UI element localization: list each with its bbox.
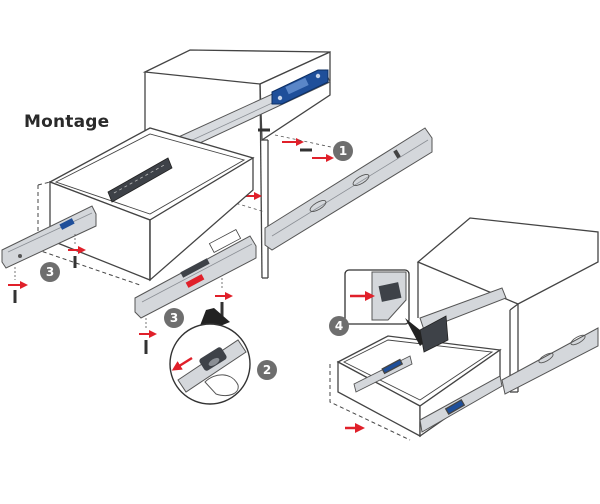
- cabinet-rail-main: [264, 127, 433, 251]
- drawer-runner-left: [1, 205, 97, 269]
- drawer-right: [329, 335, 503, 441]
- drawer-runner-mid: [134, 229, 257, 319]
- rear-bracket-blue: [271, 69, 329, 105]
- drawer-left: [37, 127, 255, 286]
- step-badge-4: 4: [329, 316, 349, 336]
- step-badge-3-left: 3: [40, 262, 60, 282]
- step-badge-1: 1: [333, 141, 353, 161]
- diagram-title: Montage: [24, 112, 110, 132]
- detail-callout-step-2: [169, 308, 251, 405]
- step-badge-3-mid: 3: [164, 308, 184, 328]
- screws-step-3-left: [8, 234, 86, 303]
- step-badge-2: 2: [257, 360, 277, 380]
- detail-inset-step-4: [344, 269, 449, 353]
